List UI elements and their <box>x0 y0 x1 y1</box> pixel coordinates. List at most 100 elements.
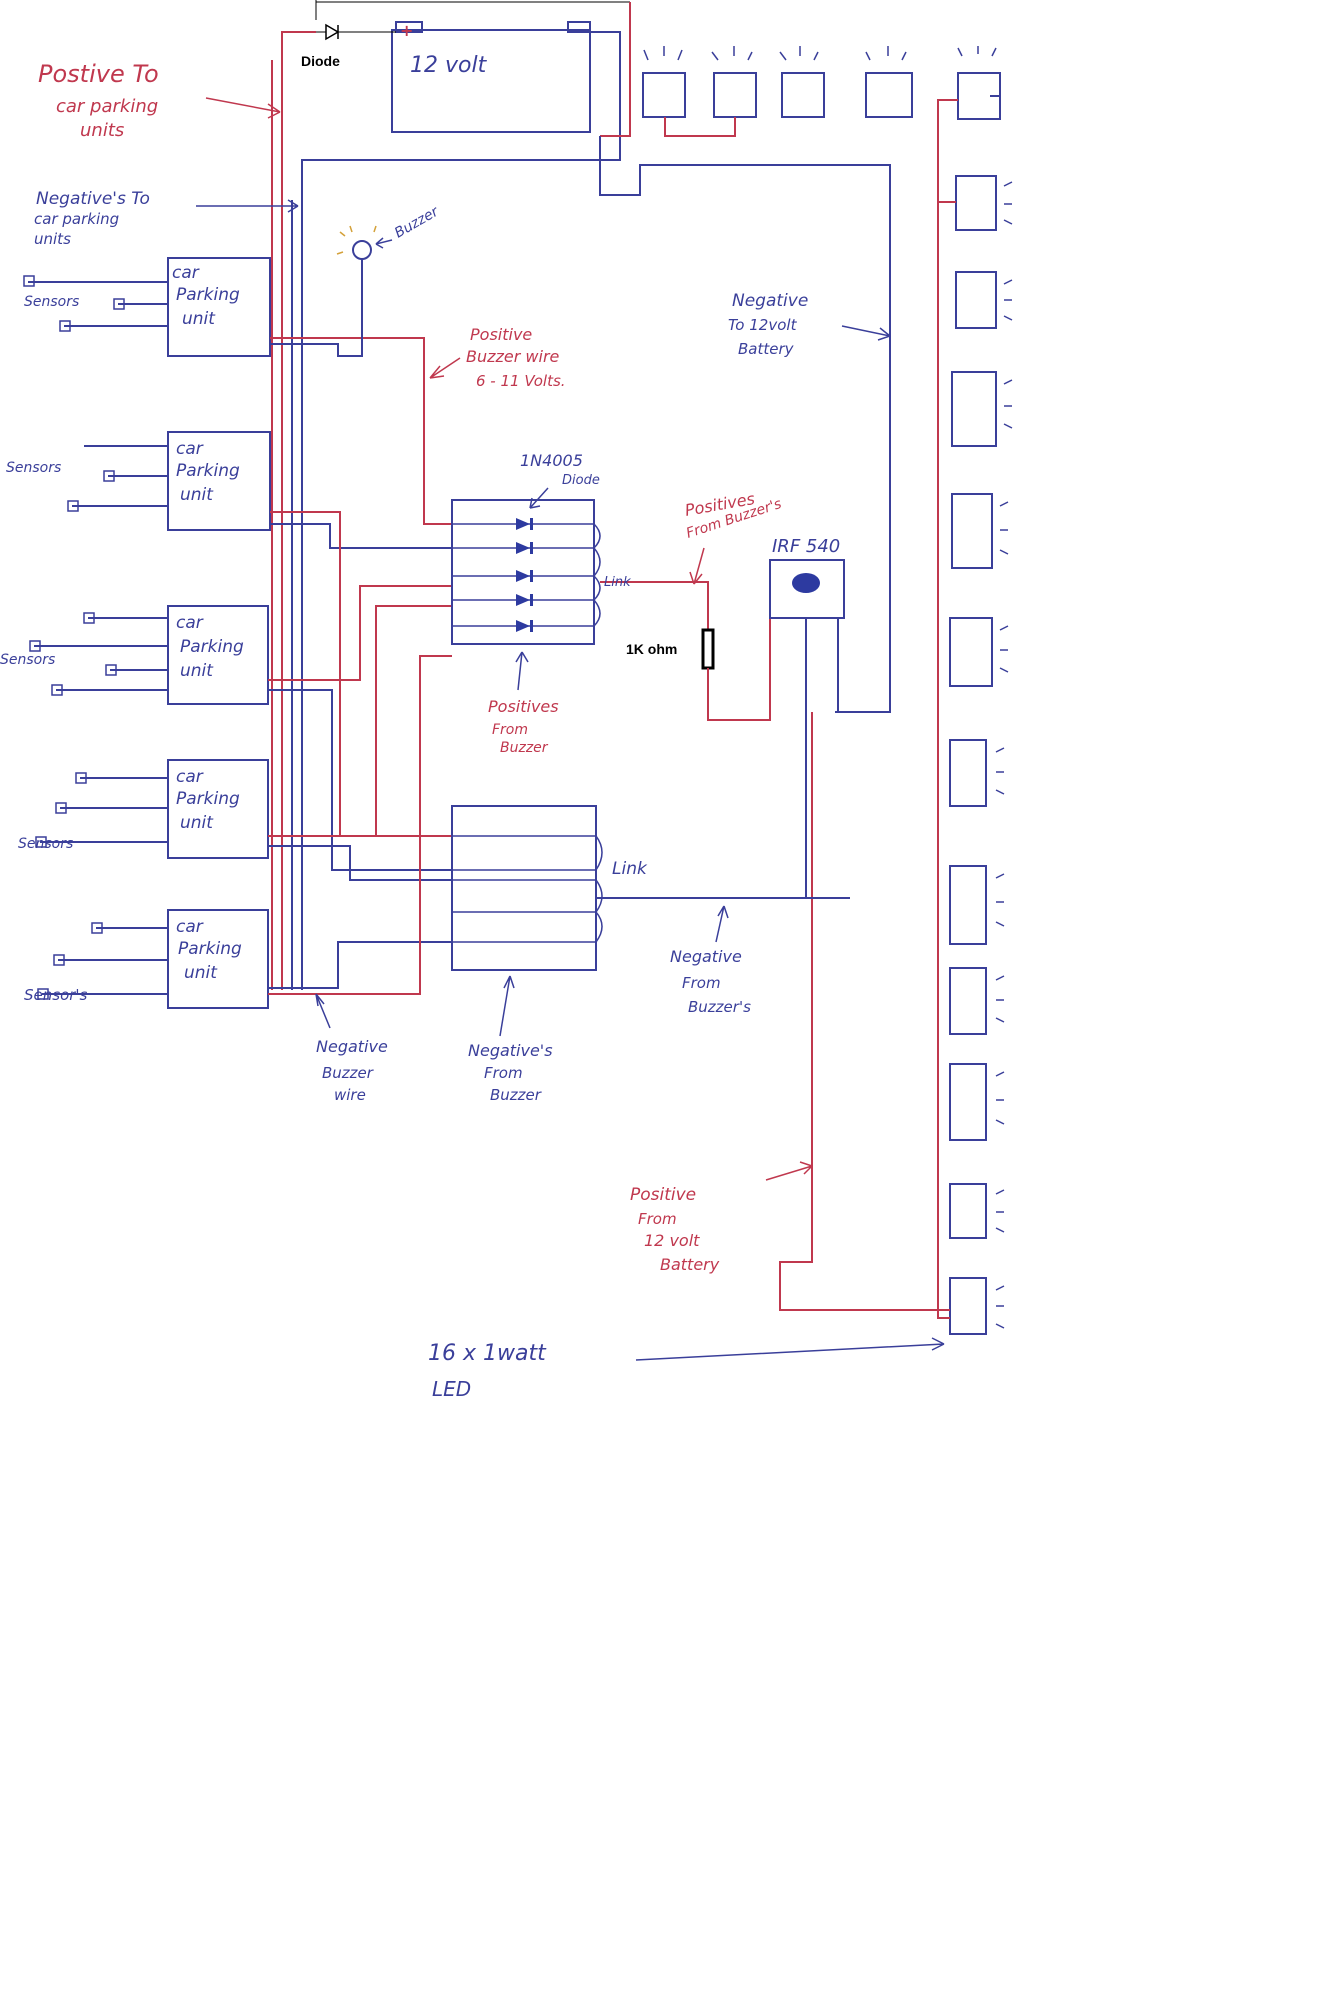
link-label-1: Link <box>604 575 631 590</box>
neg-to-battery-l1: Negative <box>732 291 808 311</box>
leds-label-l1: 16 x 1watt <box>428 1341 547 1366</box>
neg-from-buzzer-l1: Negative's <box>468 1041 553 1060</box>
neg-from-buzzers-l3: Buzzer's <box>688 998 751 1016</box>
buzzer: Buzzer <box>336 203 442 332</box>
parking-unit-line3: unit <box>180 485 214 505</box>
led <box>949 1183 987 1239</box>
led <box>713 72 757 118</box>
diode-triangle-icon <box>325 23 340 41</box>
unit4-red <box>268 605 452 837</box>
neg-from-buzzer-l3: Buzzer <box>490 1086 542 1104</box>
pos-buzzer-wire-arrow-icon <box>429 357 461 379</box>
diode-icons <box>516 518 533 632</box>
parking-unit-line1: car <box>176 613 204 633</box>
unit1-positive-buzzer <box>270 337 452 525</box>
buzzer-icon <box>352 240 372 260</box>
neg-from-buzzers-l1: Negative <box>670 947 742 966</box>
sensor-icon <box>51 684 63 696</box>
parking-unit-line3: unit <box>180 813 214 833</box>
sensor-icon <box>59 320 71 332</box>
neg-from-buzzers-arrow-icon <box>715 905 729 943</box>
led-rays <box>643 46 1013 1329</box>
resistor-label: 1K ohm <box>626 641 677 657</box>
diode-block <box>451 499 601 645</box>
unit1-blue <box>270 332 363 357</box>
sensors-label-4: Sensors <box>18 836 73 852</box>
sensor-icon <box>75 772 87 784</box>
led <box>642 72 686 118</box>
neg-to-units-arrow-icon <box>196 199 299 213</box>
negative-to-battery-loop <box>599 136 891 713</box>
pos-from-buzzer-l1: Positives <box>488 697 559 716</box>
parking-unit-box <box>167 257 271 357</box>
battery-positive-red-loop <box>600 2 631 137</box>
sensor-icons <box>23 275 125 1000</box>
sensor-icon <box>105 664 117 676</box>
mosfet-irf540: IRF 540 <box>769 536 845 712</box>
parking-unit-box <box>167 431 271 531</box>
resistor-to-gate <box>707 618 771 721</box>
pos-from-battery-l3: 12 volt <box>644 1231 700 1250</box>
led <box>949 617 993 687</box>
neg-to-battery-arrow-icon <box>841 325 891 341</box>
unit4-blue <box>268 845 452 881</box>
battery-label: 12 volt <box>410 53 488 78</box>
pos-from-buzzer-l2: From <box>492 722 528 738</box>
parking-unit-line2: Parking <box>180 637 244 657</box>
parking-unit-line2: Parking <box>176 789 240 809</box>
battery-minus-sign: − <box>572 21 585 40</box>
neg-from-buzzer-l2: From <box>484 1064 523 1082</box>
neg-to-battery-l3: Battery <box>738 340 795 358</box>
sensors-label-1: Sensors <box>24 294 79 310</box>
sensor-icon <box>53 954 65 966</box>
led-array <box>642 46 1013 1335</box>
negative-block-box <box>451 805 597 971</box>
sensor-icon <box>103 470 115 482</box>
parking-unit-line1: car <box>172 263 200 283</box>
unit5-red <box>268 655 452 995</box>
sensors-label-5: Sensor's <box>24 986 88 1004</box>
leds-label-l2: LED <box>432 1377 471 1401</box>
pos-buzzer-wire-l1: Positive <box>470 325 532 344</box>
parking-unit-line1: car <box>176 439 204 459</box>
sensors-label-3: Sensors <box>0 652 55 668</box>
led <box>949 1277 987 1335</box>
battery-negative-terminal <box>567 21 591 33</box>
led <box>949 739 987 807</box>
mosfet-label: IRF 540 <box>772 536 840 557</box>
neg-buzzer-wire-l1: Negative <box>316 1037 388 1056</box>
sensor-icon <box>113 298 125 310</box>
diode-link-wire <box>600 581 709 630</box>
sensor-icon <box>55 802 67 814</box>
pos-from-battery-l1: Positive <box>630 1185 696 1205</box>
sensor-icon <box>67 500 79 512</box>
negative-block <box>451 805 603 971</box>
pos-buzzer-wire-l3: 6 - 11 Volts. <box>476 372 566 390</box>
led <box>949 967 987 1035</box>
sensor-icon <box>35 836 47 848</box>
battery-positive-terminal <box>395 21 423 33</box>
neg-to-units-l2: car parking <box>34 210 119 228</box>
neg-from-buzzer-arrow-icon <box>499 975 515 1037</box>
sensor-icon <box>83 612 95 624</box>
parking-unit-4: car Parking unit <box>167 759 269 859</box>
sensor-icon <box>37 988 49 1000</box>
parking-unit-line2: Parking <box>176 285 240 305</box>
led <box>951 493 993 569</box>
led-right-red-chain <box>937 99 958 1319</box>
positive-trunk-wire <box>281 31 316 990</box>
buzzer-label: Buzzer <box>392 203 442 241</box>
sensor-icon <box>29 640 41 652</box>
unit5-blue <box>268 941 452 989</box>
parking-unit-box <box>167 605 269 705</box>
led <box>955 175 997 231</box>
pos-buzzer-wire-l2: Buzzer wire <box>466 347 560 366</box>
led <box>865 72 913 118</box>
mosfet-hole-icon <box>792 573 820 593</box>
link-label-2: Link <box>612 859 648 879</box>
resistor-icon <box>701 628 715 670</box>
led <box>949 865 987 945</box>
led <box>951 371 997 447</box>
parking-unit-line3: unit <box>184 963 218 983</box>
